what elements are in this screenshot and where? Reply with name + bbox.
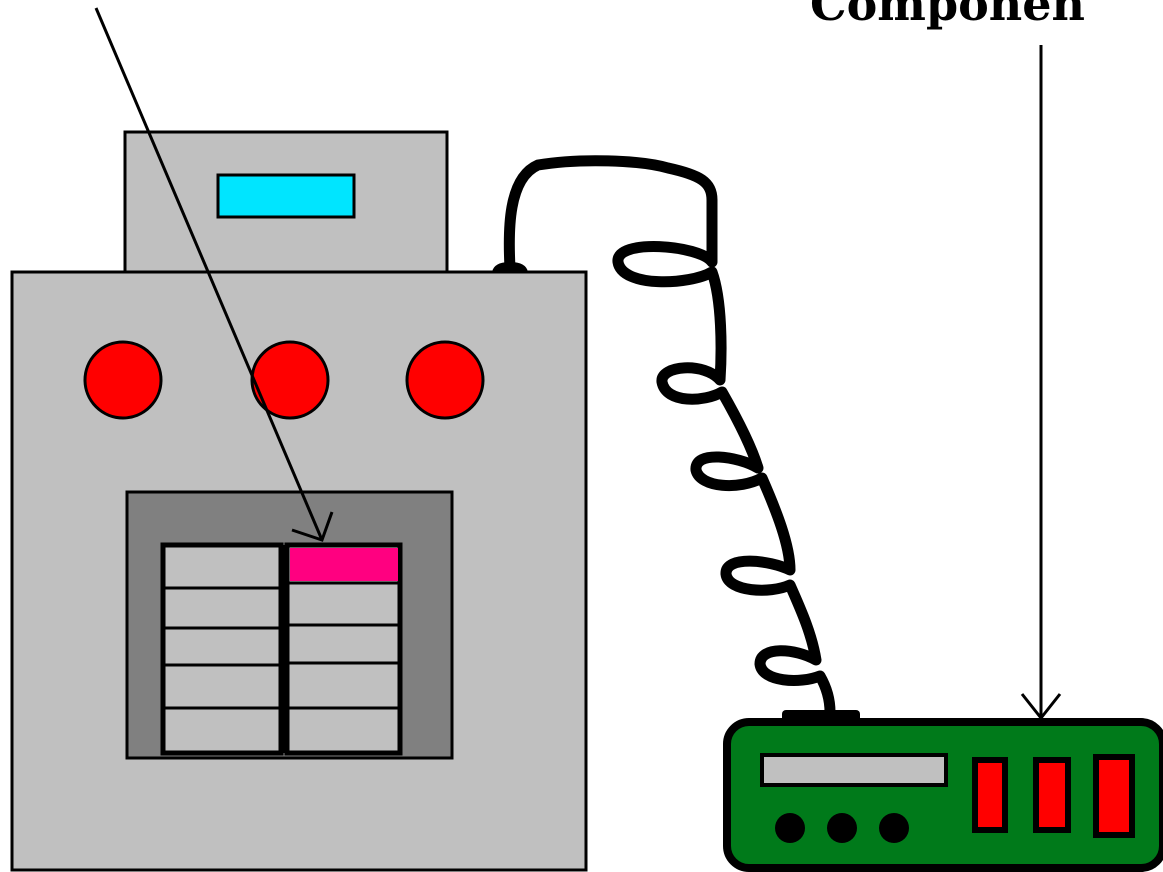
board-slot-2 <box>1033 757 1071 833</box>
cabinet-icon <box>10 270 588 872</box>
drawer-stack-right <box>284 542 403 756</box>
board-slot-1 <box>972 757 1008 833</box>
board-display <box>760 753 948 787</box>
display-screen <box>216 173 356 219</box>
circuit-board-icon <box>723 718 1163 872</box>
coiled-cable-icon <box>503 155 836 718</box>
arrow-to-drawer <box>94 7 334 542</box>
lamp-2 <box>250 340 330 420</box>
board-button-1 <box>775 813 805 843</box>
board-button-2 <box>827 813 857 843</box>
component-label: Componen <box>810 0 1085 31</box>
control-box-icon <box>123 130 449 274</box>
drawer-stack-left <box>160 542 284 756</box>
lamp-3 <box>405 340 485 420</box>
arrow-to-component <box>1020 45 1062 721</box>
highlighted-drawer <box>290 548 398 581</box>
board-slot-3 <box>1093 754 1135 838</box>
lamp-1 <box>83 340 163 420</box>
board-button-3 <box>879 813 909 843</box>
